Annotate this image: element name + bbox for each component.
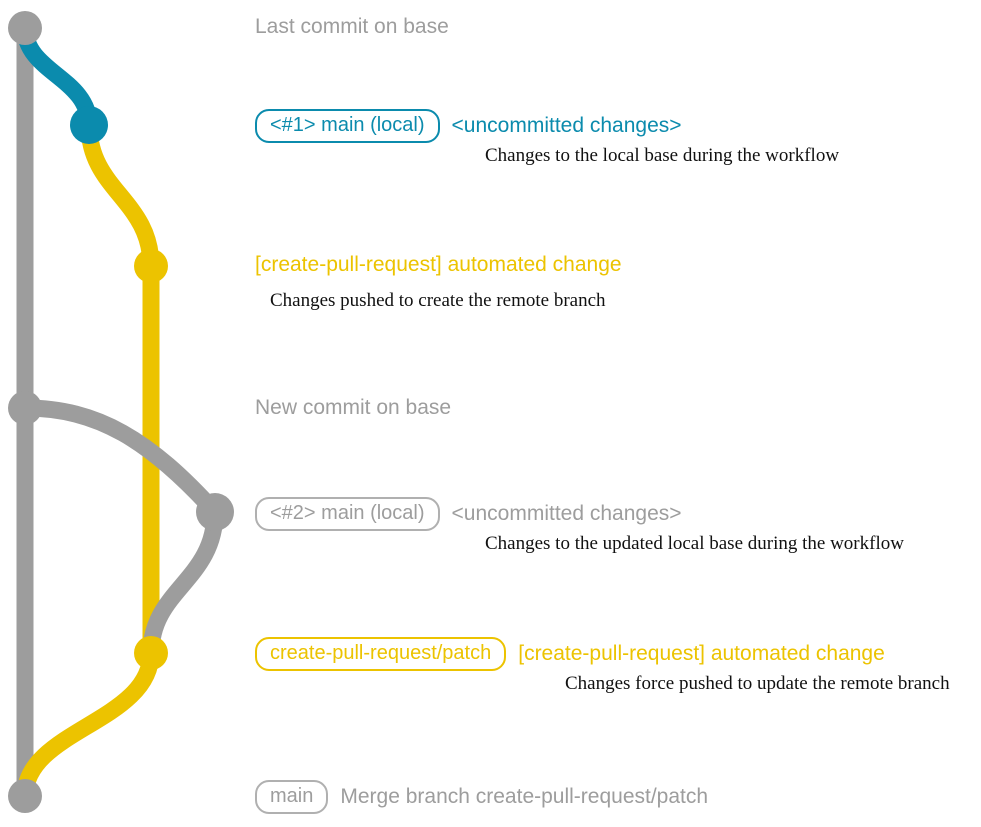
- edge-local-main-to-patch: [80, 116, 160, 275]
- commit-node-local-main-2[interactable]: [196, 493, 234, 531]
- annotation-automated-change-2: create-pull-request/patch [create-pull-r…: [255, 637, 885, 671]
- branch-pill-local-main-2[interactable]: <#2> main (local): [255, 497, 440, 531]
- commit-subject-automated-change-1: [create-pull-request] automated change: [255, 253, 622, 276]
- commit-detail-local-main-2: Changes to the updated local base during…: [485, 533, 904, 554]
- commit-subject-merge: Merge branch create-pull-request/patch: [340, 784, 709, 808]
- commit-detail-automated-change-2: Changes force pushed to update the remot…: [565, 673, 950, 694]
- commit-subject-automated-change-2: [create-pull-request] automated change: [518, 641, 885, 665]
- edge-updated-local-main-to-patch: [142, 503, 224, 662]
- commit-node-merge[interactable]: [8, 779, 42, 813]
- annotation-automated-change-1: [create-pull-request] automated change: [255, 253, 622, 276]
- branch-pill-main[interactable]: main: [255, 780, 329, 814]
- commit-nodes: [8, 11, 234, 813]
- heading-new-commit-on-base: New commit on base: [255, 396, 452, 419]
- commit-detail-automated-change-1: Changes pushed to create the remote bran…: [270, 290, 606, 311]
- commit-node-patch-2[interactable]: [134, 636, 168, 670]
- heading-last-commit-on-base: Last commit on base: [255, 15, 449, 38]
- commit-node-local-main-1[interactable]: [70, 106, 108, 144]
- commit-node-patch-1[interactable]: [134, 249, 168, 283]
- commit-node-base-1[interactable]: [8, 11, 42, 45]
- commit-subject-local-main-1: <uncommitted changes>: [451, 113, 682, 137]
- annotation-local-main-2: <#2> main (local) <uncommitted changes>: [255, 497, 682, 531]
- branch-pill-local-main-1[interactable]: <#1> main (local): [255, 109, 440, 143]
- edge-patch-to-merge: [16, 644, 160, 805]
- annotation-local-main-1: <#1> main (local) <uncommitted changes>: [255, 109, 682, 143]
- commit-detail-local-main-1: Changes to the local base during the wor…: [485, 145, 840, 166]
- edge-base-to-updated-local-main: [16, 399, 224, 521]
- commit-node-base-2[interactable]: [8, 391, 42, 425]
- annotation-merge-commit: main Merge branch create-pull-request/pa…: [255, 780, 708, 814]
- branch-pill-create-pull-request-patch[interactable]: create-pull-request/patch: [255, 637, 507, 671]
- commit-subject-local-main-2: <uncommitted changes>: [451, 501, 682, 525]
